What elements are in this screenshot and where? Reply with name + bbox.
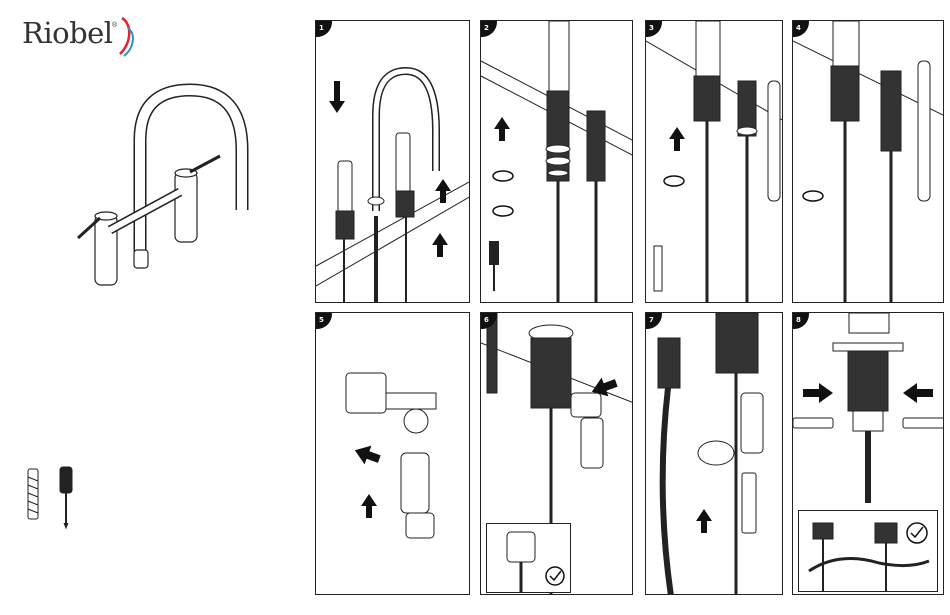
step-panel-8: 8 bbox=[792, 312, 944, 595]
brand-name: Riobel bbox=[22, 16, 113, 50]
step-panel-2: 2 bbox=[480, 20, 633, 303]
water-drop-icon bbox=[114, 14, 144, 59]
step-2-diagram bbox=[481, 21, 633, 303]
step-panel-1: 1 bbox=[315, 20, 470, 303]
arrow-icon bbox=[696, 509, 712, 533]
screwdriver-icon bbox=[489, 241, 499, 291]
rotate-arrow-icon bbox=[664, 176, 684, 186]
step-panel-7: 7 bbox=[645, 312, 783, 595]
step-panel-3: 3 bbox=[645, 20, 783, 303]
screwdriver-icon bbox=[52, 465, 82, 530]
step-5-diagram bbox=[316, 313, 470, 595]
check-circle-icon bbox=[907, 523, 927, 543]
step-panel-4: 4 bbox=[792, 20, 944, 303]
step-4-diagram bbox=[793, 21, 944, 303]
faucet-illustration bbox=[70, 80, 280, 300]
step-panel-6: 6 bbox=[480, 312, 633, 595]
step-3-diagram bbox=[646, 21, 783, 303]
step-7-diagram bbox=[646, 313, 783, 595]
step-8-inset bbox=[798, 510, 938, 592]
step-panel-5: 5 bbox=[315, 312, 470, 595]
check-circle-icon bbox=[546, 567, 564, 585]
step-6-inset bbox=[486, 523, 571, 593]
rotate-arrow-icon bbox=[493, 171, 513, 216]
rotate-arrow-icon bbox=[803, 191, 823, 201]
brand-logo: Riobel ® bbox=[22, 12, 142, 62]
step-1-diagram bbox=[316, 21, 470, 303]
wall-anchor-icon bbox=[654, 246, 662, 291]
arrow-icon bbox=[494, 117, 510, 141]
arrow-icon bbox=[351, 441, 382, 518]
arrow-icon bbox=[669, 127, 685, 151]
